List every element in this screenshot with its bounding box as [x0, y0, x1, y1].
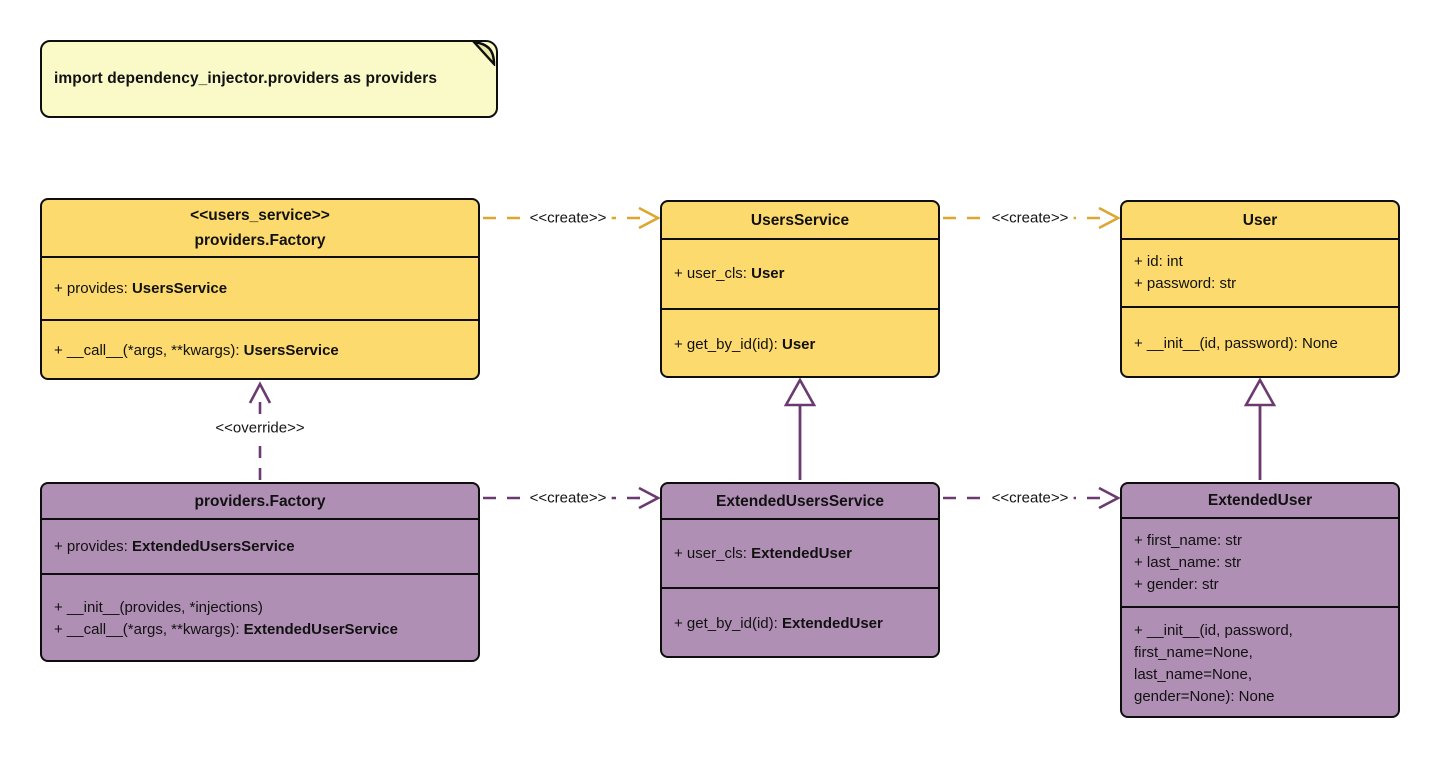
method-row: + get_by_id(id): User — [674, 335, 816, 353]
method-row: + __call__(*args, **kwargs): UsersServic… — [54, 342, 339, 359]
methods-section: + get_by_id(id): ExtendedUser — [662, 587, 938, 656]
attribute-row: + provides: UsersService — [54, 279, 228, 297]
attribute-row: + gender: str — [1134, 575, 1219, 593]
method-row: + __init__(provides, *injections) — [54, 599, 263, 616]
attributes-section: + first_name: str + last_name: str + gen… — [1122, 517, 1398, 606]
attributes-section: + provides: UsersService — [42, 256, 478, 319]
method-row: + __init__(id, password): None — [1134, 334, 1338, 352]
class-header: ExtendedUsersService — [662, 484, 938, 518]
attributes-section: + id: int + password: str — [1122, 238, 1398, 306]
attribute-row: + user_cls: User — [674, 265, 785, 282]
class-stereotype: <<users_service>> — [190, 207, 330, 224]
class-name: providers.Factory — [194, 232, 326, 249]
inheritance-arrow-user — [1243, 377, 1277, 480]
attribute-row: + provides: ExtendedUsersService — [54, 537, 295, 555]
class-name: providers.Factory — [194, 492, 326, 510]
edge-label-create-3: <<create>> — [524, 489, 612, 507]
note-fold-icon — [472, 40, 496, 66]
methods-section: + __init__(provides, *injections) + __ca… — [42, 573, 478, 660]
attributes-section: + provides: ExtendedUsersService — [42, 518, 478, 573]
attribute-row: + first_name: str — [1134, 531, 1242, 549]
import-note: import dependency_injector.providers as … — [40, 40, 498, 118]
class-box-user: User + id: int + password: str + __init_… — [1120, 200, 1400, 378]
class-header: ExtendedUser — [1122, 484, 1398, 517]
class-name: ExtendedUser — [1207, 492, 1313, 509]
inheritance-arrow-usersservice — [783, 377, 817, 480]
method-row: + __call__(*args, **kwargs): ExtendedUse… — [54, 621, 398, 638]
methods-section: + get_by_id(id): User — [662, 308, 938, 376]
import-note-text: import dependency_injector.providers as … — [54, 70, 438, 87]
attribute-row: + user_cls: ExtendedUser — [674, 544, 852, 562]
attribute-row: + password: str — [1134, 275, 1237, 292]
class-box-extendedusersservice: ExtendedUsersService + user_cls: Extende… — [660, 482, 940, 658]
class-box-factory-users-service: <<users_service>> providers.Factory + pr… — [40, 198, 480, 380]
methods-section: + __init__(id, password): None — [1122, 306, 1398, 376]
attributes-section: + user_cls: ExtendedUser — [662, 518, 938, 587]
class-box-usersservice: UsersService + user_cls: User + get_by_i… — [660, 200, 940, 378]
edge-label-create-2: <<create>> — [986, 209, 1074, 227]
edge-label-override: <<override>> — [210, 419, 310, 437]
method-row: + __init__(id, password, first_name=None… — [1134, 621, 1293, 705]
class-box-extendeduser: ExtendedUser + first_name: str + last_na… — [1120, 482, 1400, 718]
class-header: providers.Factory — [42, 484, 478, 518]
attribute-row: + id: int — [1134, 253, 1183, 270]
methods-section: + __call__(*args, **kwargs): UsersServic… — [42, 319, 478, 378]
class-name: User — [1242, 211, 1278, 229]
class-name: ExtendedUsersService — [715, 492, 884, 510]
attributes-section: + user_cls: User — [662, 238, 938, 308]
attribute-row: + last_name: str — [1134, 553, 1242, 571]
class-header: UsersService — [662, 202, 938, 238]
methods-section: + __init__(id, password, first_name=None… — [1122, 606, 1398, 716]
class-header: <<users_service>> providers.Factory — [42, 200, 478, 256]
class-header: User — [1122, 202, 1398, 238]
method-row: + get_by_id(id): ExtendedUser — [674, 614, 883, 632]
edge-label-create-1: <<create>> — [524, 209, 612, 227]
class-box-factory-extended: providers.Factory + provides: ExtendedUs… — [40, 482, 480, 662]
edge-label-create-4: <<create>> — [986, 489, 1074, 507]
class-name: UsersService — [750, 211, 850, 229]
